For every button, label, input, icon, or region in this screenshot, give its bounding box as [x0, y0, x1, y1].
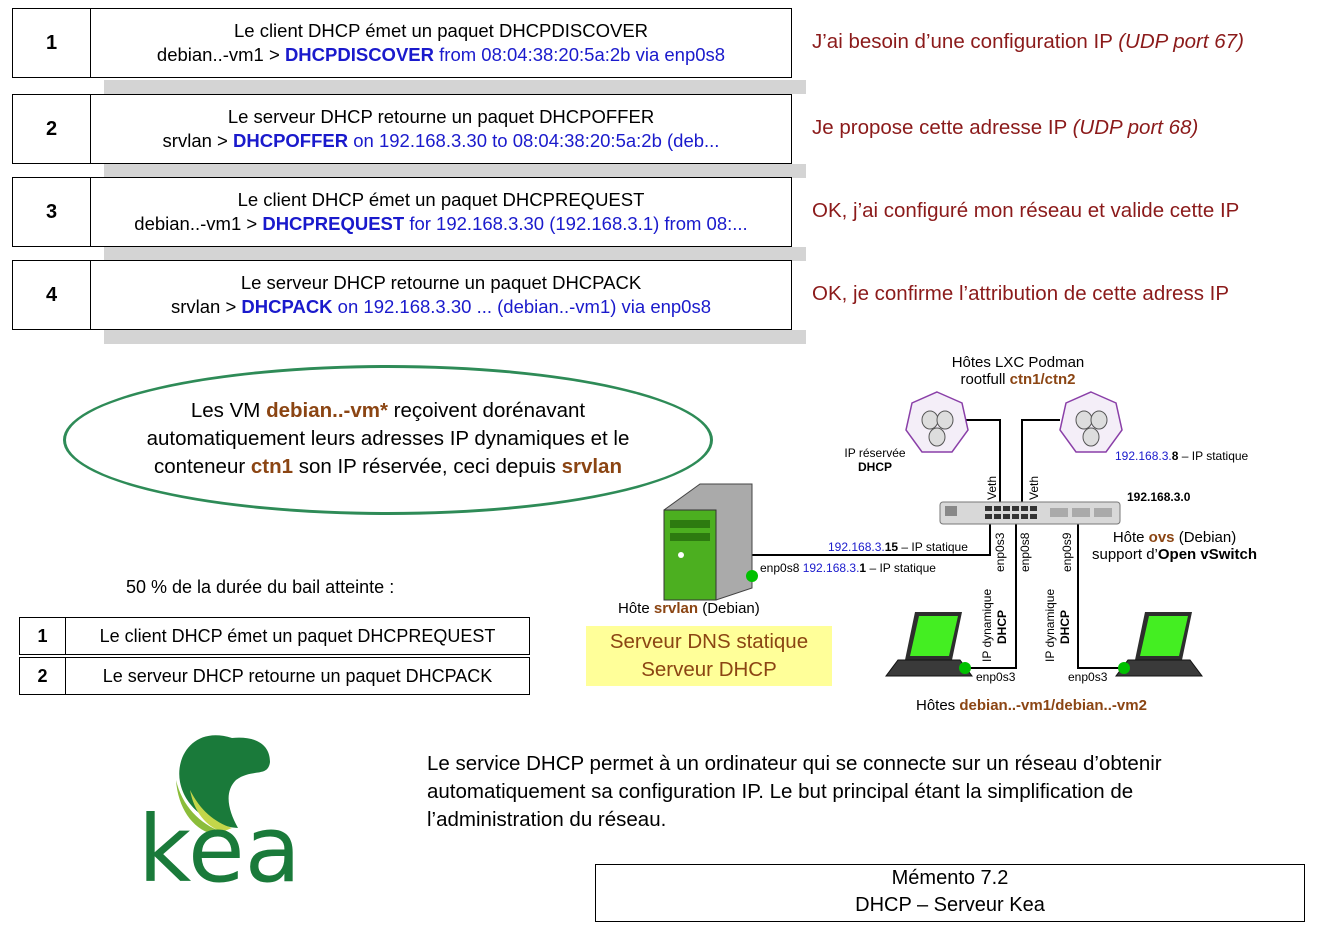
ovs-host-label: Hôte ovs (Debian) support d’Open vSwitch: [1092, 529, 1258, 563]
vm-host-label: Hôtes debian..-vm1/debian..-vm2: [916, 697, 1147, 714]
veth-label: Veth: [1027, 475, 1041, 500]
step-box-3: 3 Le client DHCP émet un paquet DHCPREQU…: [12, 177, 792, 247]
step-number: 3: [13, 178, 91, 246]
port-enp0s8: enp0s8: [1018, 532, 1032, 572]
switch-icon: [939, 501, 1121, 525]
step-shadow: [104, 80, 806, 94]
step-box-4: 4 Le serveur DHCP retourne un paquet DHC…: [12, 260, 792, 330]
step-title: Le serveur DHCP retourne un paquet DHCPA…: [240, 272, 642, 293]
lease-title: 50 % de la durée du bail atteinte :: [126, 577, 395, 597]
step-number: 1: [13, 9, 91, 77]
lxc-title: Hôtes LXC Podman rootfull ctn1/ctn2: [951, 354, 1085, 388]
step-note-4: OK, je confirme l’attribution de cette a…: [812, 282, 1230, 305]
kea-logo-icon: [176, 735, 270, 834]
memento-subtitle: DHCP – Serveur Kea: [855, 894, 1045, 916]
vm2-if-label: enp0s3: [1068, 670, 1108, 684]
srvlan-roles-box: Serveur DNS statique Serveur DHCP: [586, 626, 832, 686]
srvlan-ip1-label: enp0s8 192.168.3.1 – IP statique: [760, 561, 936, 575]
step-title: Le serveur DHCP retourne un paquet DHCPO…: [227, 106, 655, 127]
lease-row-text: Le serveur DHCP retourne un paquet DHCPA…: [102, 665, 493, 686]
step-log: srvlan > DHCPACK on 192.168.3.30 ... (de…: [170, 296, 712, 317]
step-log: debian..-vm1 > DHCPDISCOVER from 08:04:3…: [156, 44, 726, 65]
srvlan-host-label: Hôte srvlan (Debian): [618, 600, 760, 617]
kea-logo-text: kea: [138, 796, 301, 903]
vm1-if-label: enp0s3: [976, 670, 1016, 684]
step-title: Le client DHCP émet un paquet DHCPDISCOV…: [233, 20, 649, 41]
info-ellipse: [63, 365, 713, 515]
step-shadow: [104, 164, 806, 178]
step-note-1: J’ai besoin d’une configuration IP (UDP …: [812, 30, 1244, 53]
description: Le service DHCP permet à un ordinateur q…: [427, 752, 1162, 831]
lease-row-text: Le client DHCP émet un paquet DHCPREQUES…: [99, 625, 496, 646]
veth-label: Veth: [985, 475, 999, 500]
srvlan-ip15-label: 192.168.3.15 – IP statique: [828, 540, 968, 554]
port-enp0s3: enp0s3: [993, 532, 1007, 572]
ellipse-text: Les VM debian..-vm* reçoivent dorénavant…: [146, 399, 630, 478]
memento-title: Mémento 7.2: [891, 867, 1009, 889]
step-log: srvlan > DHCPOFFER on 192.168.3.30 to 08…: [162, 130, 720, 151]
step-box-2: 2 Le serveur DHCP retourne un paquet DHC…: [12, 94, 792, 164]
step-shadow: [104, 247, 806, 261]
memento-box: Mémento 7.2 DHCP – Serveur Kea: [595, 864, 1305, 922]
step-number: 4: [13, 261, 91, 329]
laptop-icon: [885, 612, 973, 677]
server-icon: [663, 483, 758, 601]
step-title: Le client DHCP émet un paquet DHCPREQUES…: [237, 189, 645, 210]
network-address: 192.168.3.0: [1127, 490, 1191, 504]
step-log: debian..-vm1 > DHCPREQUEST for 192.168.3…: [134, 213, 748, 234]
lease-row-2: 2 Le serveur DHCP retourne un paquet DHC…: [19, 657, 530, 695]
lease-row-number: 2: [20, 658, 66, 694]
lease-row-1: 1 Le client DHCP émet un paquet DHCPREQU…: [19, 617, 530, 655]
step-note-2: Je propose cette adresse IP (UDP port 68…: [812, 116, 1199, 139]
step-shadow: [104, 330, 806, 344]
ip-reserved-label: IP réservée DHCP: [844, 446, 906, 474]
ctn2-ip-label: 192.168.3.8 – IP statique: [1115, 449, 1249, 463]
step-box-1: 1 Le client DHCP émet un paquet DHCPDISC…: [12, 8, 792, 78]
step-note-3: OK, j’ai configuré mon réseau et valide …: [812, 199, 1240, 222]
lease-row-number: 1: [20, 618, 66, 654]
port-enp0s9: enp0s9: [1060, 532, 1074, 572]
laptop-icon: [1115, 612, 1203, 677]
step-number: 2: [13, 95, 91, 163]
